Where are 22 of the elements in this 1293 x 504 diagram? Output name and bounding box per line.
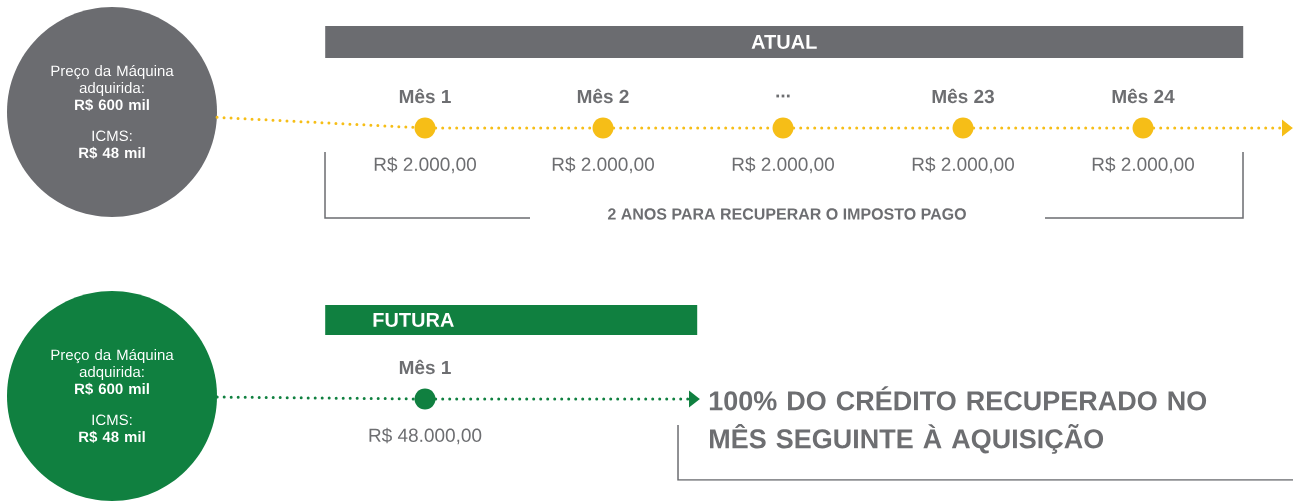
month-label: ... [776,94,790,98]
timeline-dot [1132,117,1154,139]
result-text: 100% DO CRÉDITO RECUPERADO NO MÊS SEGUINTE À AQUISIÇÃO [709,386,1207,454]
timeline-dot [772,117,794,139]
amount-label: R$ 48.000,00 [369,427,482,445]
timeline-dot [952,117,974,139]
amount-label: R$ 2.000,00 [912,156,1014,174]
timeline-dot [414,388,436,410]
amount-label: R$ 2.000,00 [1092,156,1194,174]
month-label: Mês 24 [1112,88,1175,104]
month-label: Mês 1 [399,359,451,375]
header-band: FUTURA [325,305,698,335]
header-band: ATUAL [325,26,1244,58]
bracket-label: 2 ANOS PARA RECUPERAR O IMPOSTO PAGO [604,205,970,223]
amount-label: R$ 2.000,00 [374,156,476,174]
month-label: Mês 2 [577,88,629,104]
amount-label: R$ 2.000,00 [732,156,834,174]
timeline-dot [592,117,614,139]
amount-label: R$ 2.000,00 [552,156,654,174]
timeline-dot [414,117,436,139]
month-label: Mês 1 [399,88,451,104]
month-label: Mês 23 [932,88,994,104]
